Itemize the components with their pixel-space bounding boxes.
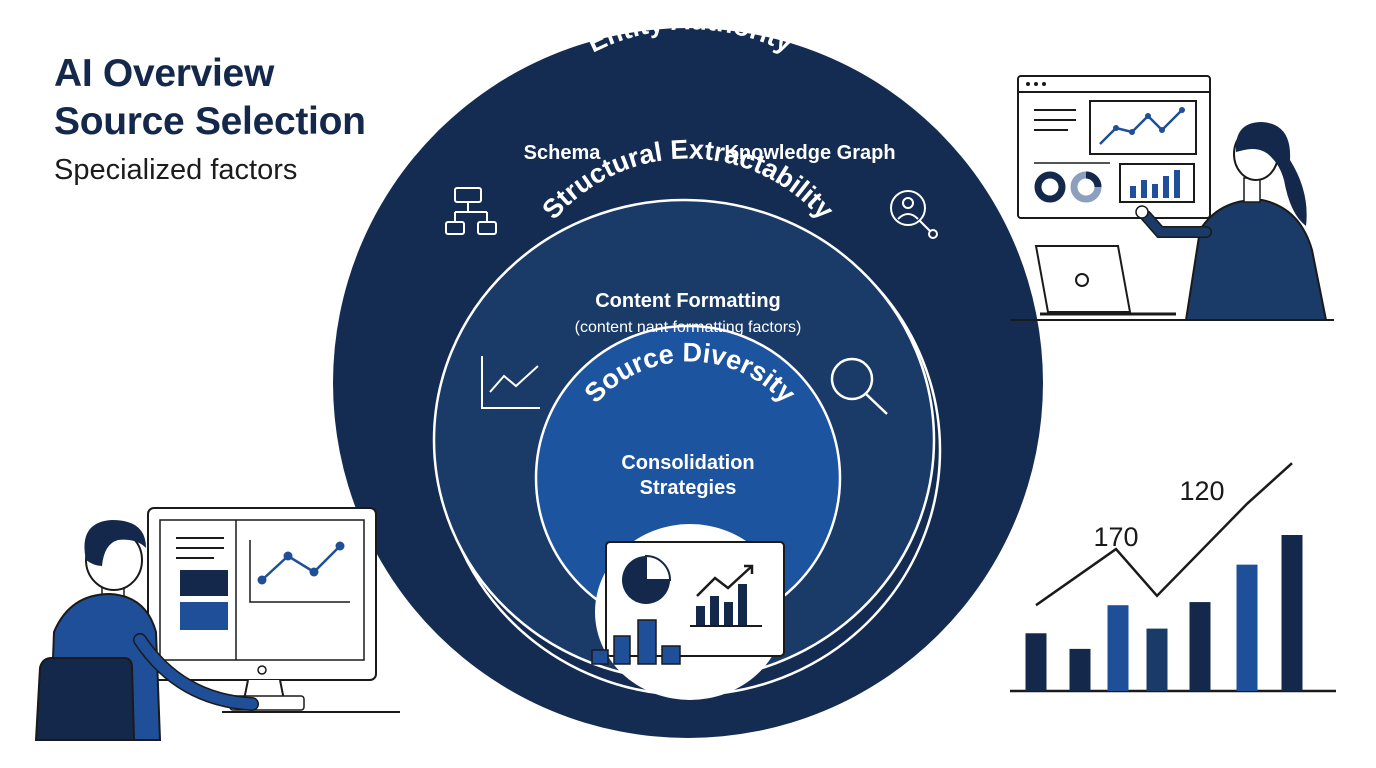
outer-left-label: Schema <box>524 142 602 164</box>
chart-bar <box>1236 564 1258 691</box>
page-title-line-2: Source Selection <box>54 100 366 143</box>
outer-right-label: Knowledge Graph <box>724 142 895 164</box>
chart-annotation-120: 120 <box>1179 476 1224 506</box>
office-chair <box>34 657 136 741</box>
inner-ring-label-line-1: Consolidation <box>621 452 754 474</box>
chart-bar <box>1146 628 1168 691</box>
chart-bar <box>1189 602 1211 691</box>
line-chart-icon <box>481 356 540 409</box>
dashboard-card-icon <box>591 541 785 665</box>
hierarchy-icon <box>445 187 497 235</box>
inner-ring-label-line-2: Strategies <box>640 477 737 499</box>
presentation-screen <box>1017 75 1211 219</box>
page-subtitle: Specialized factors <box>54 154 298 186</box>
ring-diagram: Entity Authority Schema Knowledge Graph … <box>333 5 1043 738</box>
middle-ring-sublabel: (content nant formatting factors) <box>575 319 802 336</box>
chart-bar <box>1069 648 1091 691</box>
page-title-line-1: AI Overview <box>54 52 274 95</box>
chart-trend-line <box>1035 462 1293 607</box>
chart-bar <box>1281 535 1303 691</box>
user-search-icon <box>890 190 938 239</box>
analyst-illustration <box>34 507 400 741</box>
chart-bar <box>1025 633 1047 691</box>
chart-annotation-170: 170 <box>1093 522 1138 552</box>
chart-bar <box>1107 605 1129 691</box>
magnifier-icon <box>830 357 888 415</box>
middle-ring-label: Content Formatting <box>595 290 781 312</box>
presenter-illustration <box>1010 75 1334 321</box>
title-block: AI Overview Source Selection Specialized… <box>54 50 366 192</box>
bar-trend-chart: 170 120 <box>1010 462 1336 693</box>
